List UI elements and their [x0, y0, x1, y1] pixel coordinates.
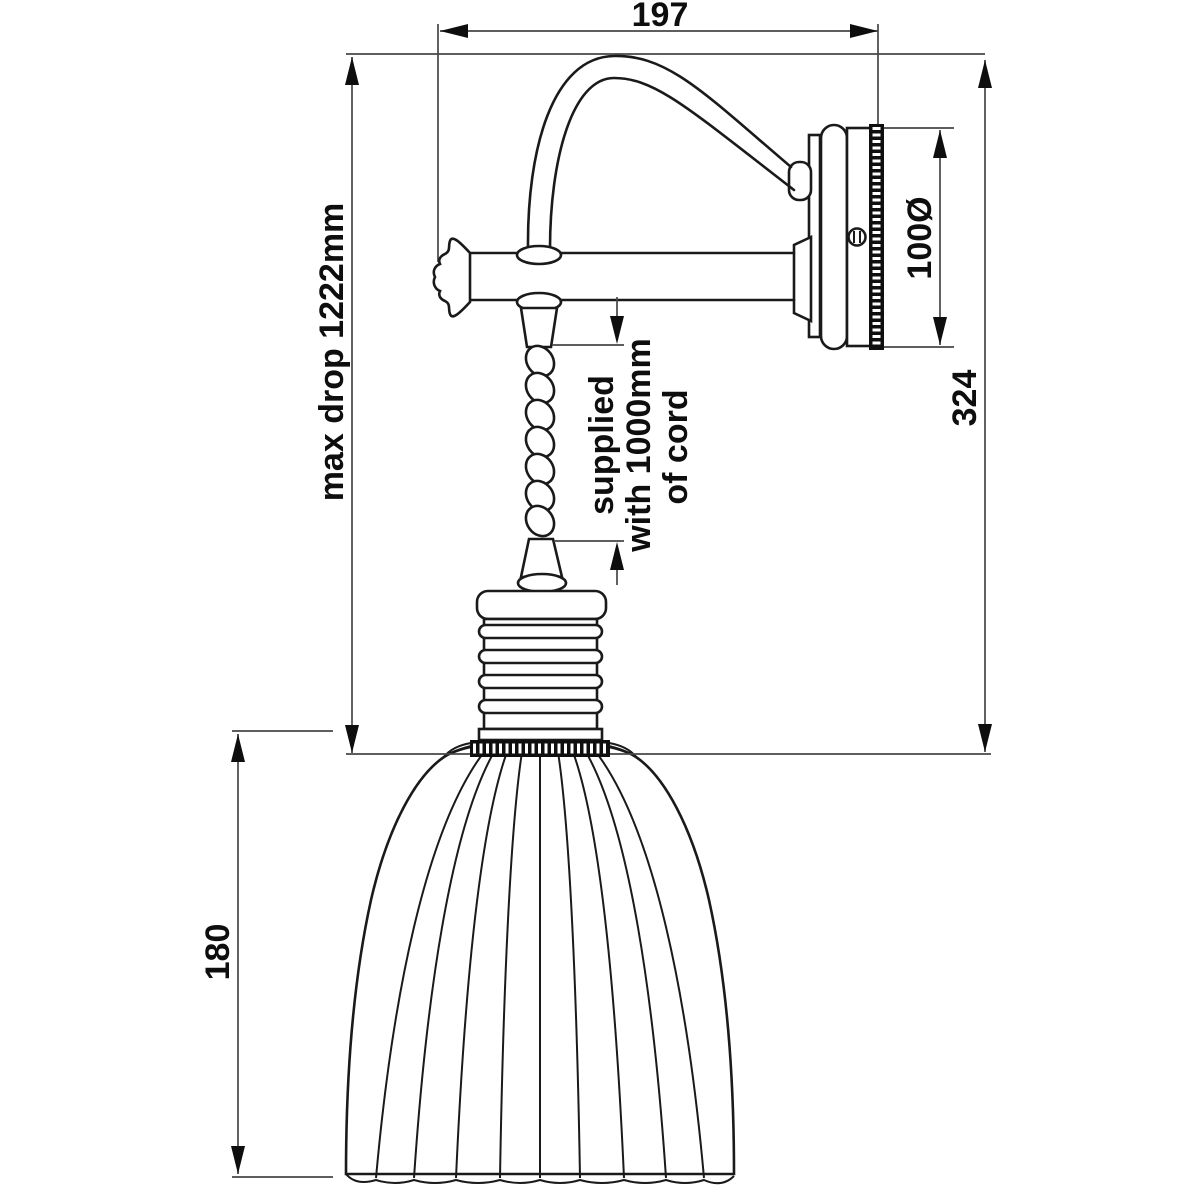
- arrowhead-down-icon: [345, 725, 359, 753]
- swan-neck-inner-curve: [548, 76, 796, 251]
- pleated-shade: [344, 737, 736, 1185]
- holder-flare-lip: [516, 572, 568, 594]
- shade-top-arc-left: [443, 742, 472, 758]
- arrowhead-down-icon: [978, 724, 992, 752]
- shade-scalloped-bottom-edge: [345, 1173, 735, 1185]
- cord-note-line2: with 1000mm: [620, 338, 658, 553]
- shade-pleat-lines: [375, 751, 705, 1179]
- dim-max-drop: max drop 1222mm: [313, 57, 359, 753]
- arrowhead-right-icon: [850, 24, 878, 38]
- cord-note-line3: of cord: [657, 389, 695, 504]
- arrowhead-up-icon: [231, 734, 245, 762]
- dim-label-backplate-diameter: 100Ø: [901, 196, 939, 279]
- dim-shade-height: 180: [199, 730, 333, 1178]
- arrowhead-down-icon: [610, 316, 624, 344]
- dim-label-arm-projection: 197: [632, 0, 689, 34]
- dim-label-wall-to-front: 324: [946, 370, 984, 427]
- swan-neck-arm: [432, 54, 796, 349]
- dim-label-shade-height: 180: [199, 924, 237, 981]
- cord-note-line1: supplied: [583, 375, 621, 515]
- holder-rib: [477, 648, 604, 665]
- cord-grip-cone-bottom: [519, 537, 564, 579]
- stem-collar-upper: [515, 244, 563, 266]
- dim-backplate-diameter: 100Ø: [884, 127, 954, 348]
- arrowhead-down-icon: [933, 317, 947, 345]
- cord-grip-cone-top: [519, 306, 559, 349]
- dim-arm-projection: 197: [440, 0, 878, 38]
- twisted-cord: [524, 344, 556, 538]
- arrowhead-up-icon: [933, 130, 947, 158]
- holder-rib: [477, 698, 604, 715]
- screw-head-icon: [847, 227, 867, 247]
- extension-lines: [346, 24, 985, 262]
- dim-wall-to-front: 324: [946, 60, 992, 752]
- arrowhead-up-icon: [978, 60, 992, 88]
- cord-length-note: supplied with 1000mm of cord: [552, 297, 695, 585]
- holder-rib: [477, 623, 604, 640]
- neck-wall-boss: [787, 160, 813, 202]
- holder-cap: [475, 589, 608, 621]
- arrowhead-left-icon: [440, 24, 468, 38]
- swan-neck-outer-curve: [526, 54, 793, 251]
- holder-rib: [477, 673, 604, 690]
- arrowhead-up-icon: [610, 542, 624, 570]
- arm-finial: [432, 237, 472, 318]
- plate-rounded-body: [819, 123, 849, 351]
- arrowhead-up-icon: [345, 57, 359, 85]
- wall-plate: [787, 123, 884, 351]
- arm-wall-bracket: [792, 234, 813, 324]
- dim-label-max-drop: max drop 1222mm: [313, 203, 351, 502]
- lamp-holder: [470, 537, 610, 757]
- shade-top-arc-right: [608, 742, 637, 758]
- arrowhead-down-icon: [231, 1146, 245, 1174]
- shade-gallery-plate: [477, 727, 604, 742]
